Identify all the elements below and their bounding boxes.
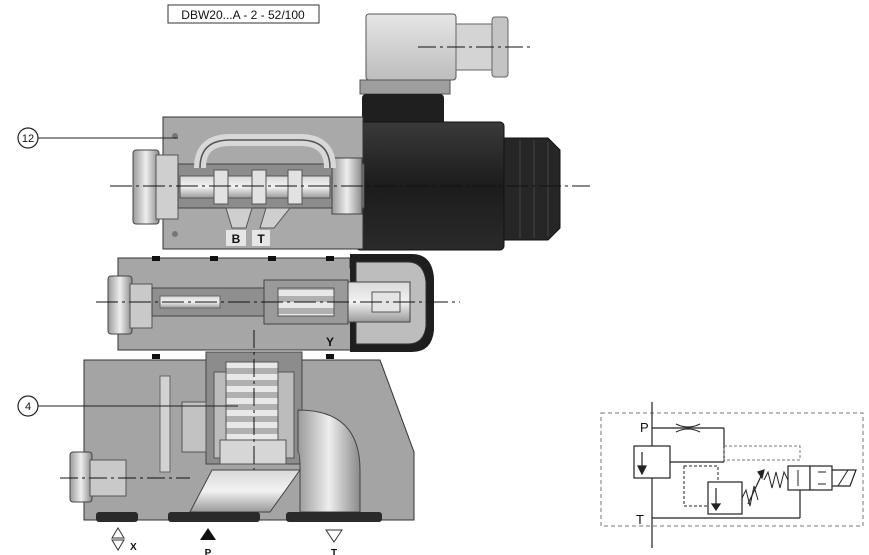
hydraulic-schematic	[600, 402, 864, 548]
port-label-y: Y	[326, 335, 334, 349]
schematic-p-label: P	[640, 420, 649, 435]
bottom-port-p: P	[200, 528, 216, 555]
title-box-text: DBW20...A - 2 - 52/100	[181, 8, 305, 22]
port-label-b: B	[232, 232, 241, 246]
callout-4-label: 4	[25, 401, 31, 413]
schematic-t-label: T	[636, 512, 644, 527]
pilot-valve-block: B T	[110, 116, 590, 250]
port-label-t: T	[257, 232, 265, 246]
bottom-port-p-label: P	[205, 548, 212, 555]
bottom-port-x-label: X	[130, 542, 137, 553]
callout-12-label: 12	[22, 133, 34, 145]
callout-4: 4	[17, 395, 238, 417]
bottom-port-t-label: T	[331, 548, 337, 555]
bottom-port-t: T	[325, 529, 343, 555]
bottom-port-x: X	[111, 527, 137, 553]
title-box: DBW20...A - 2 - 52/100	[167, 4, 320, 24]
solenoid-coil	[355, 94, 561, 251]
callout-12: 12	[17, 127, 178, 149]
connector-plug	[359, 13, 530, 95]
main-valve-body: Y	[60, 254, 460, 522]
